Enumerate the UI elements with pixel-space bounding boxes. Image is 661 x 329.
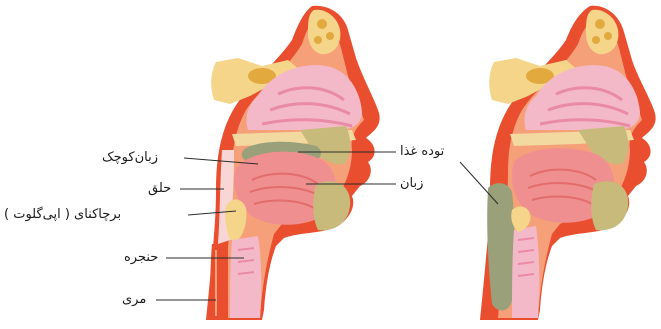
right-mandible — [591, 181, 628, 230]
right-head-section — [480, 6, 656, 320]
label-food-bolus: توده غذا — [400, 144, 444, 160]
right-bolus — [487, 183, 514, 310]
left-head-section — [206, 6, 380, 320]
label-esophagus: مری — [122, 292, 146, 308]
left-mandible — [313, 181, 350, 230]
label-tongue: زبان — [400, 176, 423, 192]
label-pharynx: حلق — [148, 181, 171, 197]
left-esophagus — [210, 244, 228, 318]
label-soft-palate: زبان‌کوچک — [102, 150, 158, 166]
label-epiglottis: برچاکنای ( اپی‌گلوت ) — [4, 207, 121, 223]
label-larynx: حنجره — [124, 250, 158, 266]
